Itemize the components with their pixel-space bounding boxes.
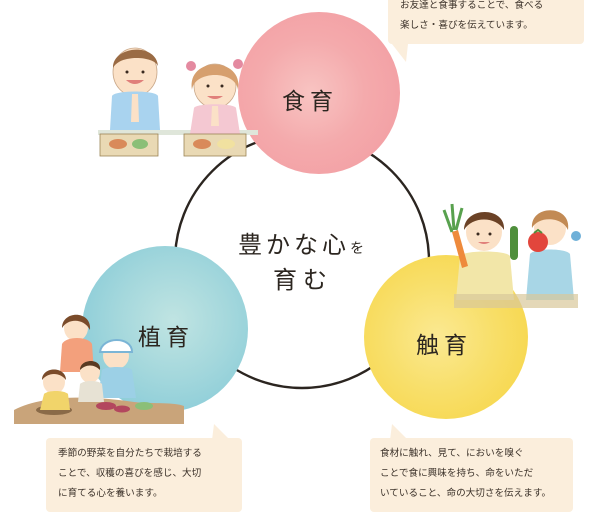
touch-description-line-2: ことで食に興味を持ち、命をいただ — [380, 468, 534, 479]
food-bubble-tail — [392, 44, 408, 62]
touch-description-line-3: いていること、命の大切さを伝えます。 — [380, 488, 552, 499]
food-circle — [238, 12, 400, 174]
touch-label: 触育 — [416, 333, 472, 359]
plant-label: 植育 — [138, 325, 194, 351]
center-line-1-particle: を — [350, 241, 368, 257]
touch-bubble-tail — [390, 424, 408, 440]
center-line-2: 育む — [273, 266, 333, 294]
children-eating-lunch-illustration — [98, 47, 258, 157]
center-line-1: 豊かな心 — [238, 231, 350, 259]
children-gardening-illustration — [14, 314, 184, 424]
food-description-line-1: お友達と食事することで、食べる — [400, 0, 544, 11]
touch-description-line-1: 食材に触れ、見て、においを嗅ぐ — [380, 448, 524, 459]
children-holding-vegetables-illustration — [442, 203, 581, 308]
plant-description-bubble: 季節の野菜を自分たちで栽培する ことで、収穫の喜びを感じ、大切 に育てる心を養い… — [46, 438, 242, 512]
plant-description-line-3: に育てる心を養います。 — [58, 488, 163, 499]
plant-description-line-2: ことで、収穫の喜びを感じ、大切 — [58, 468, 202, 479]
plant-bubble-tail — [212, 424, 230, 440]
food-description-line-2: 楽しさ・喜びを伝えています。 — [400, 20, 533, 31]
plant-description-line-1: 季節の野菜を自分たちで栽培する — [58, 448, 202, 459]
touch-description-bubble: 食材に触れ、見て、においを嗅ぐ ことで食に興味を持ち、命をいただ いていること、… — [370, 438, 573, 512]
food-description-bubble: お友達と食事することで、食べる 楽しさ・喜びを伝えています。 — [388, 0, 584, 44]
center-text: 豊かな心を 育む — [218, 225, 388, 295]
food-label: 食育 — [282, 89, 338, 115]
